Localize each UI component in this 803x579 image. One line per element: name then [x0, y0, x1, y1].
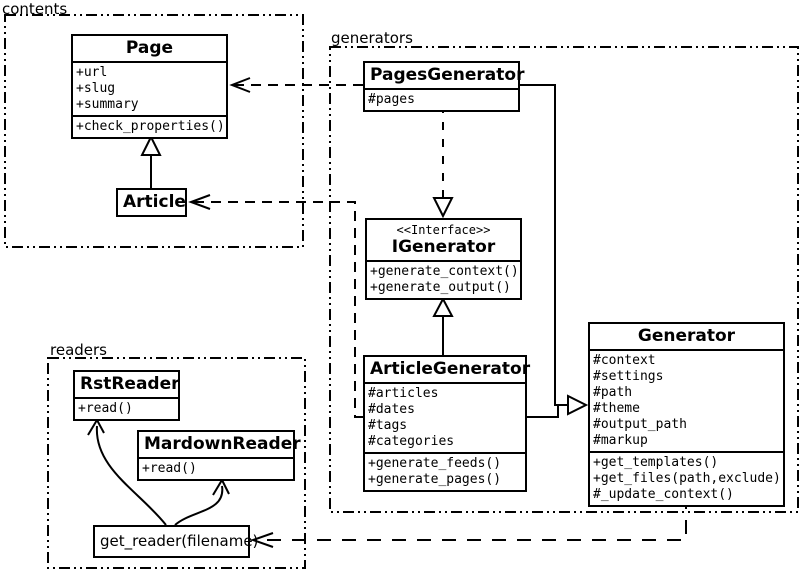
class-articlegenerator-attributes: #articles #dates #tags #categories: [365, 382, 525, 452]
method: +read(): [142, 461, 197, 476]
attribute: #categories: [368, 434, 455, 449]
class-rstreader-name: RstReader: [80, 374, 180, 394]
package-readers-border: [47, 357, 306, 569]
class-generator-methods: +get_templates() +get_files(path,exclude…: [590, 451, 783, 505]
class-igenerator-methods: +generate_context() +generate_output(): [367, 260, 520, 298]
method: +generate_context(): [370, 264, 519, 279]
class-article-name: Article: [123, 192, 186, 212]
function-get-reader-name: get_reader(filename): [100, 532, 259, 550]
edge-pagesgenerator-realizes-igenerator: [432, 105, 454, 219]
package-contents-border: [4, 14, 304, 248]
edge-articlegenerator-uses-article: [188, 194, 363, 418]
method: +check_properties(): [76, 119, 225, 134]
attribute: +slug: [76, 81, 116, 96]
class-generator-name: Generator: [637, 326, 736, 346]
class-igenerator: <<Interface>> IGenerator +generate_conte…: [365, 218, 522, 300]
attribute: #output_path: [593, 417, 687, 432]
attribute: #articles: [368, 386, 439, 401]
method: +generate_output(): [370, 280, 511, 295]
class-igenerator-name: IGenerator: [391, 237, 496, 257]
attribute: #pages: [368, 92, 415, 107]
class-article: Article: [116, 188, 187, 217]
class-page-methods: +check_properties(): [73, 115, 226, 137]
method: +generate_feeds(): [368, 456, 502, 471]
class-rstreader-methods: +read(): [75, 397, 178, 419]
attribute: +summary: [76, 97, 139, 112]
class-rstreader: RstReader +read(): [73, 370, 180, 421]
edge-getreader-to-mardownreader: [174, 477, 230, 526]
class-articlegenerator-name: ArticleGenerator: [370, 359, 531, 379]
package-label-contents: contents: [2, 0, 68, 18]
attribute: #markup: [593, 433, 648, 448]
class-generator-attributes: #context #settings #path #theme #output_…: [590, 349, 783, 451]
attribute: #context: [593, 353, 656, 368]
package-label-readers: readers: [50, 341, 107, 359]
package-generators-border: [329, 46, 799, 513]
class-pagesgenerator: PagesGenerator #pages: [363, 61, 525, 112]
method: +get_templates(): [593, 455, 719, 470]
class-page: Page +url +slug +summary +check_properti…: [71, 34, 228, 139]
class-generator: Generator #context #settings #path #them…: [588, 322, 785, 507]
method: +get_files(path,exclude): [593, 471, 781, 486]
class-mardownreader-methods: +read(): [139, 457, 293, 479]
attribute: #dates: [368, 402, 415, 417]
edge-articlegenerator-inherits-igenerator: [432, 296, 454, 355]
class-igenerator-stereotype: <<Interface>>: [396, 223, 491, 237]
class-page-attributes: +url +slug +summary: [73, 61, 226, 115]
function-get-reader: get_reader(filename): [93, 525, 259, 558]
class-pagesgenerator-name: PagesGenerator: [370, 65, 525, 85]
method: #_update_context(): [593, 487, 734, 502]
method: +generate_pages(): [368, 472, 502, 487]
edge-generator-uses-getreader: [249, 495, 687, 548]
package-label-generators: generators: [331, 29, 413, 47]
class-articlegenerator: ArticleGenerator #articles #dates #tags …: [363, 355, 531, 492]
attribute: +url: [76, 65, 108, 80]
class-page-name: Page: [125, 38, 174, 58]
attribute: #settings: [593, 369, 664, 384]
class-pagesgenerator-attributes: #pages: [365, 88, 518, 110]
class-articlegenerator-methods: +generate_feeds() +generate_pages(): [365, 452, 525, 490]
attribute: #path: [593, 385, 633, 400]
class-mardownreader-name: MardownReader: [144, 434, 301, 454]
edge-pagesgenerator-uses-page: [229, 77, 363, 93]
class-mardownreader: MardownReader +read(): [137, 430, 301, 481]
edge-article-inherits-page: [140, 134, 162, 188]
method: +read(): [78, 401, 133, 416]
package-borders: [4, 14, 799, 569]
attribute: #tags: [368, 418, 408, 433]
edge-generators-inherit-generator: [520, 84, 589, 418]
attribute: #theme: [593, 401, 640, 416]
